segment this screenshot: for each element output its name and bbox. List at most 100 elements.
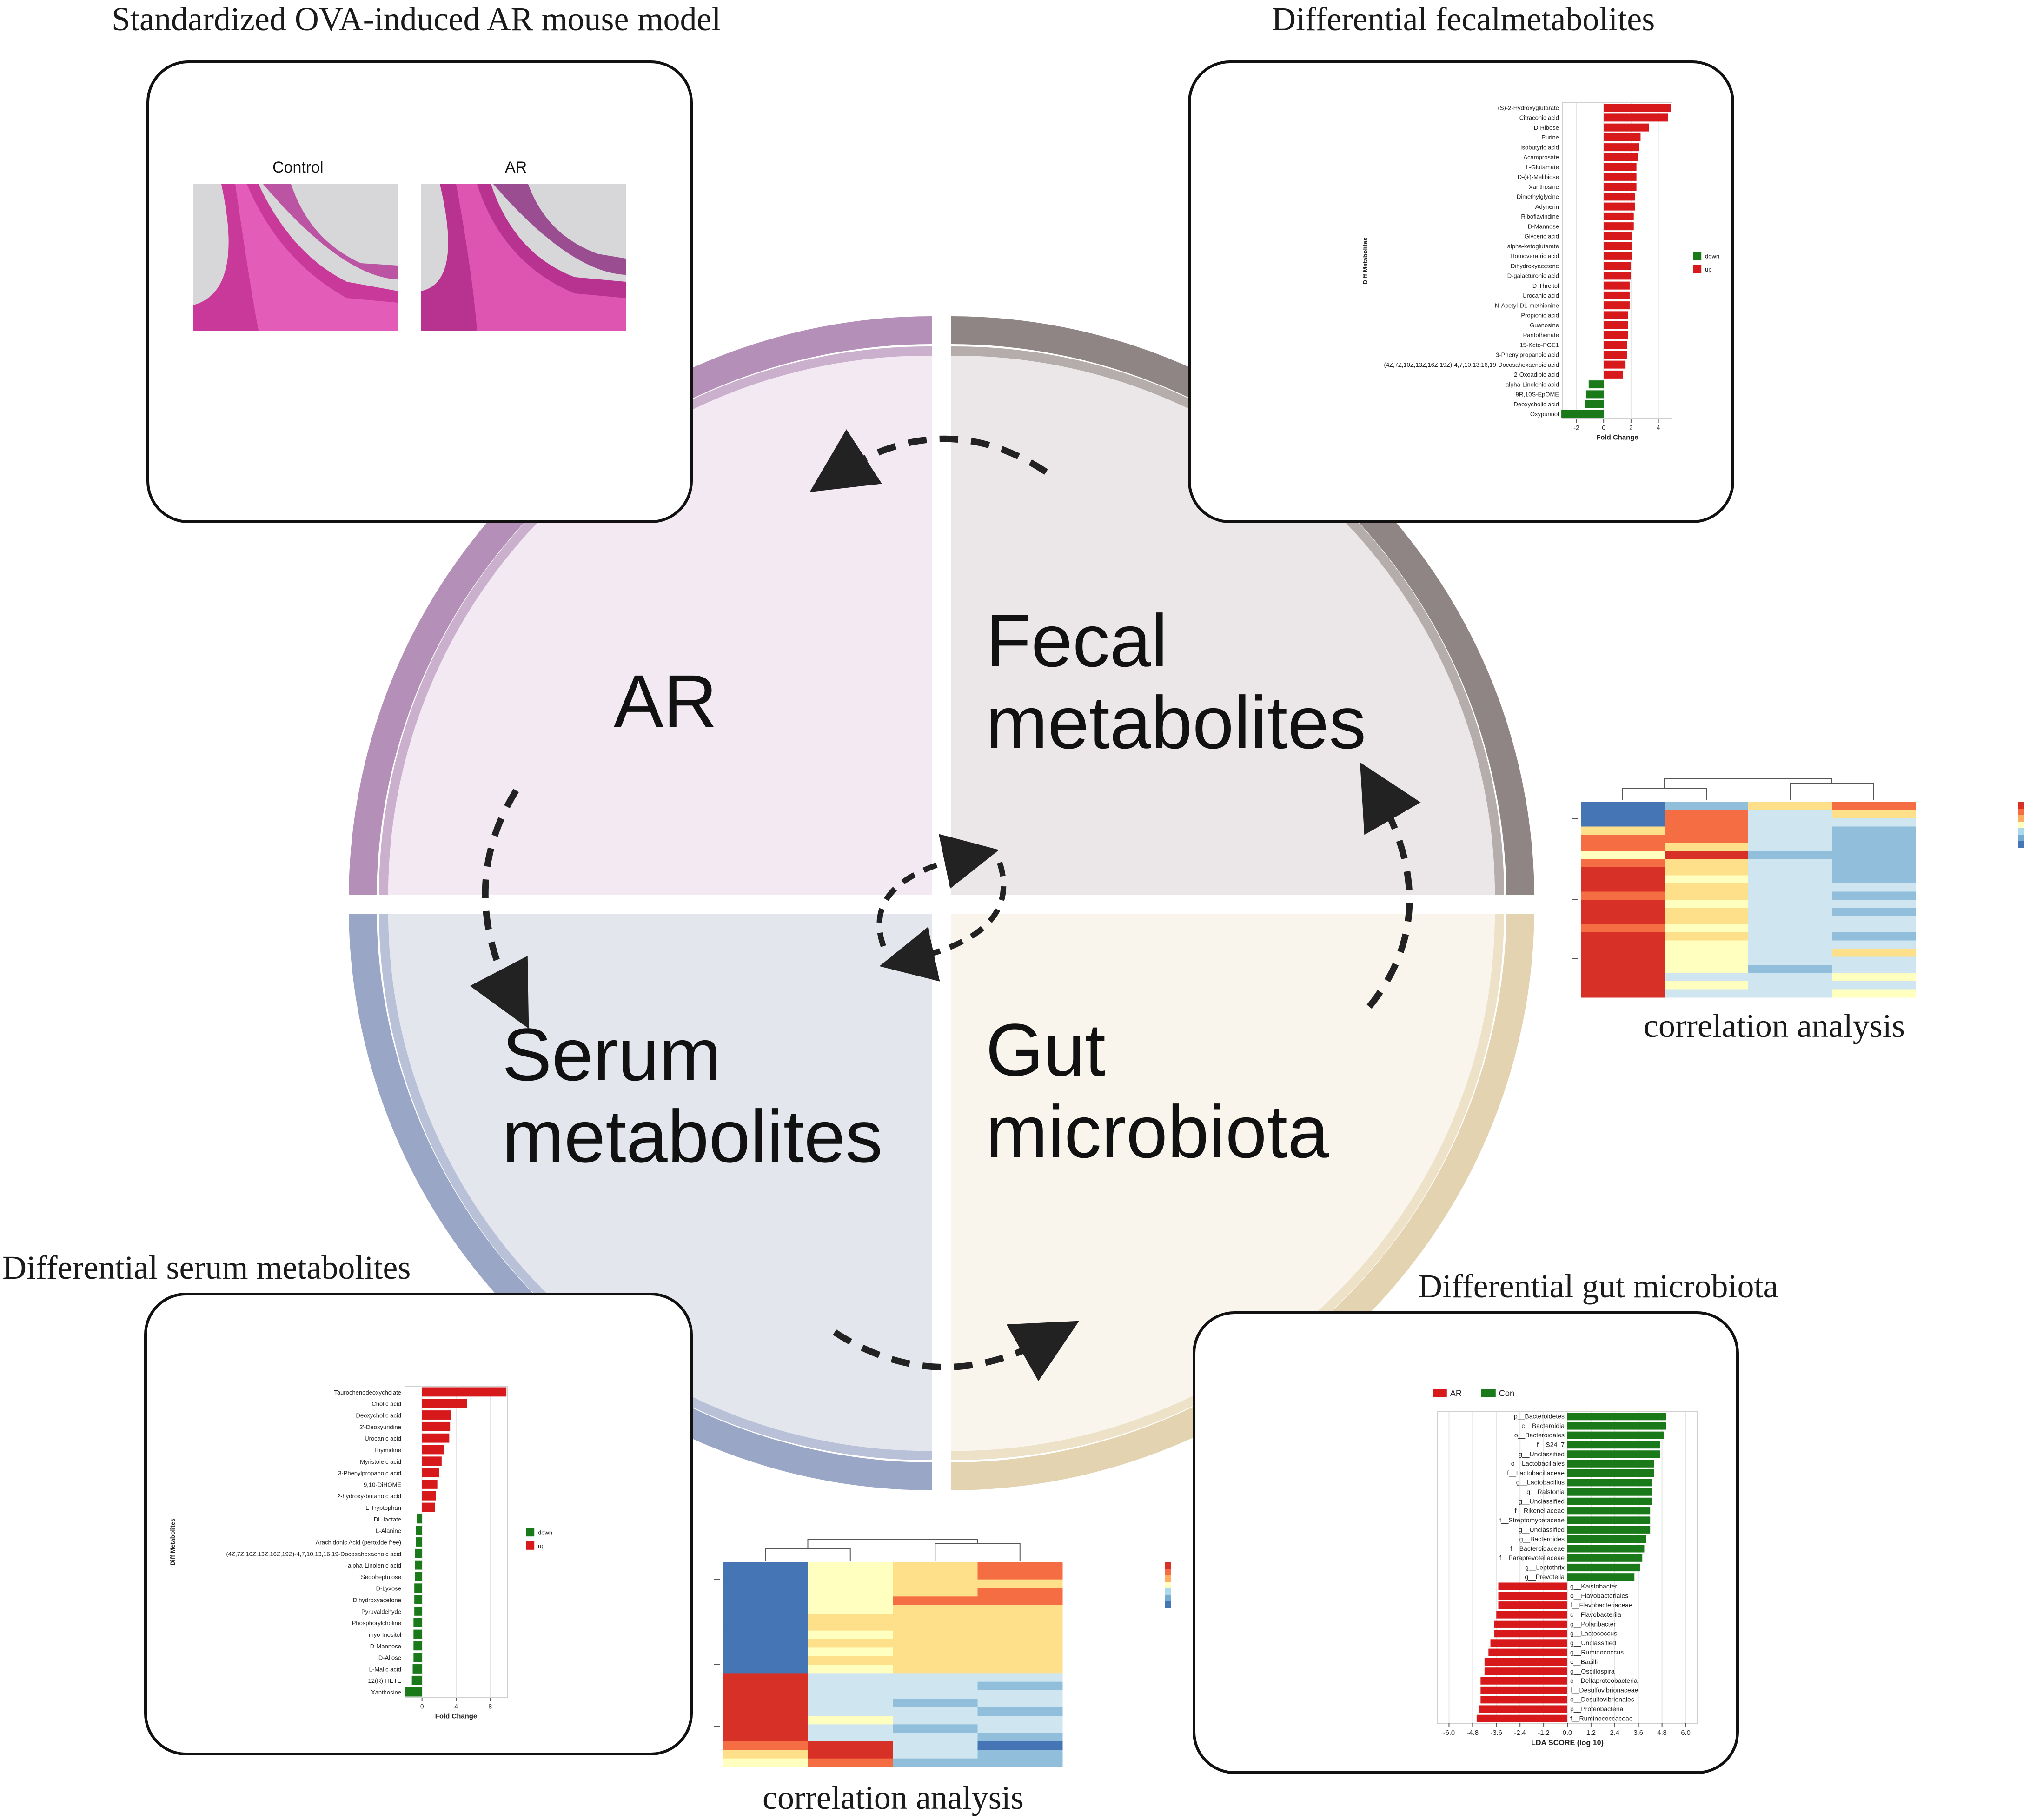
heatmap-cell bbox=[1665, 843, 1749, 851]
legend-swatch bbox=[526, 1541, 535, 1550]
x-tick-label: 0 bbox=[420, 1703, 424, 1710]
bar bbox=[1604, 183, 1637, 191]
bar bbox=[405, 1687, 422, 1697]
x-tick-label: -3.6 bbox=[1491, 1729, 1502, 1737]
body-ar bbox=[388, 355, 932, 896]
heatmap-cell bbox=[893, 1724, 978, 1734]
heatmap-cell bbox=[1832, 875, 1916, 884]
heatmap-cell bbox=[1832, 859, 1916, 868]
bar bbox=[1567, 1469, 1654, 1477]
arrow-inner-down bbox=[879, 862, 1007, 982]
heatmap-cell bbox=[1665, 835, 1749, 843]
heatmap-cell bbox=[723, 1750, 808, 1759]
heatmap-cell bbox=[1665, 916, 1749, 924]
bar bbox=[1604, 301, 1630, 310]
category-label: Acamprosate bbox=[1523, 154, 1559, 161]
category-label: f__Ruminococcaceae bbox=[1570, 1714, 1633, 1722]
heatmap-cell bbox=[1832, 973, 1916, 982]
heatmap-cell bbox=[893, 1562, 978, 1571]
arrow-serum-to-gut bbox=[833, 1321, 1080, 1382]
heatmap-cell bbox=[808, 1690, 893, 1699]
heatmap-cell bbox=[1832, 965, 1916, 973]
category-label: Isobutyric acid bbox=[1520, 144, 1559, 151]
heatmap-cell bbox=[808, 1673, 893, 1682]
heatmap-cell bbox=[893, 1630, 978, 1640]
heatmap-cell bbox=[1581, 965, 1665, 973]
heatmap-cell bbox=[977, 1724, 1063, 1734]
heatmap-cell bbox=[808, 1571, 893, 1580]
heatmap-cell bbox=[723, 1605, 808, 1614]
legend-label: up bbox=[1705, 266, 1711, 273]
heatmap-cell bbox=[1748, 900, 1832, 908]
heatmap-cell bbox=[1581, 932, 1665, 941]
color-scale bbox=[1165, 1588, 1171, 1595]
bar bbox=[1567, 1431, 1664, 1439]
bar bbox=[1604, 222, 1634, 231]
category-label: f__Rikenellaceae bbox=[1515, 1507, 1565, 1514]
histology-control-image bbox=[193, 184, 398, 331]
heatmap-cell bbox=[1581, 802, 1665, 810]
color-scale bbox=[2018, 822, 2024, 828]
bar bbox=[422, 1421, 451, 1431]
category-label: alpha-Linolenic acid bbox=[1506, 381, 1559, 388]
heatmap-cell bbox=[723, 1681, 808, 1691]
bar bbox=[1604, 123, 1649, 132]
category-label: Purine bbox=[1541, 134, 1559, 141]
x-axis-label: LDA SCORE (log 10) bbox=[1531, 1739, 1604, 1747]
bar bbox=[1494, 1620, 1567, 1628]
category-label: g__Ralstonia bbox=[1526, 1488, 1565, 1495]
heatmap-cell bbox=[808, 1596, 893, 1606]
heatmap-cell bbox=[723, 1733, 808, 1742]
category-label: D-Mannose bbox=[1528, 223, 1559, 230]
heatmap-cell bbox=[977, 1656, 1063, 1665]
x-tick-label: -6.0 bbox=[1443, 1729, 1455, 1737]
category-label: Dimethylglycine bbox=[1517, 193, 1559, 200]
category-label: D-Ribose bbox=[1534, 124, 1559, 131]
category-label: Thymidine bbox=[373, 1447, 401, 1454]
heatmap-cell bbox=[1581, 956, 1665, 965]
bar bbox=[422, 1399, 467, 1408]
category-label: g__Unclassified bbox=[1570, 1639, 1616, 1647]
body-gut bbox=[951, 914, 1495, 1451]
heatmap-cell bbox=[1832, 867, 1916, 876]
category-label: Guanosine bbox=[1530, 322, 1559, 329]
dendrogram-left bbox=[1572, 818, 1578, 959]
category-label: Phosphorylcholine bbox=[352, 1620, 401, 1627]
heatmap-cell bbox=[1665, 818, 1749, 827]
legend-swatch bbox=[1693, 265, 1702, 273]
heatmap-cell bbox=[723, 1758, 808, 1767]
category-label: 2'-Deoxyuridine bbox=[359, 1423, 401, 1430]
panel-ar-model: Control AR bbox=[146, 60, 693, 523]
heatmap-cell bbox=[893, 1750, 978, 1759]
bar bbox=[1604, 351, 1627, 359]
bar bbox=[1567, 1554, 1643, 1562]
gut-line2: microbiota bbox=[986, 1090, 1329, 1173]
heatmap-cell bbox=[1581, 867, 1665, 876]
color-scale bbox=[2018, 835, 2024, 841]
category-label: g__Leptothrix bbox=[1525, 1563, 1565, 1571]
category-label: Riboflavindine bbox=[1521, 213, 1559, 220]
heatmap-cell bbox=[1665, 802, 1749, 810]
category-label: 9,10-DiHOME bbox=[364, 1481, 401, 1488]
heatmap-cell bbox=[1665, 949, 1749, 957]
caption-correlation-right: correlation analysis bbox=[1644, 1007, 1905, 1044]
bar bbox=[1476, 1714, 1567, 1722]
heatmap-cell bbox=[1748, 851, 1832, 859]
heatmap-cell bbox=[1581, 891, 1665, 900]
heatmap-cell bbox=[977, 1605, 1063, 1614]
bar bbox=[411, 1675, 422, 1685]
arrow-ar-to-serum bbox=[470, 789, 529, 1029]
heatmap-cell bbox=[1748, 949, 1832, 957]
category-label: f__Flavobacteriaceae bbox=[1570, 1601, 1632, 1609]
heatmap-cell bbox=[977, 1579, 1063, 1588]
heatmap-cell bbox=[1832, 900, 1916, 908]
category-label: Taurochenodeoxycholate bbox=[334, 1389, 401, 1396]
heatmap-cell bbox=[1832, 843, 1916, 851]
heatmap-cell bbox=[1832, 932, 1916, 941]
heatmap-cell bbox=[808, 1639, 893, 1648]
heatmap-cell bbox=[1581, 916, 1665, 924]
bar bbox=[1604, 153, 1638, 161]
category-label: alpha-Linolenic acid bbox=[348, 1562, 401, 1569]
